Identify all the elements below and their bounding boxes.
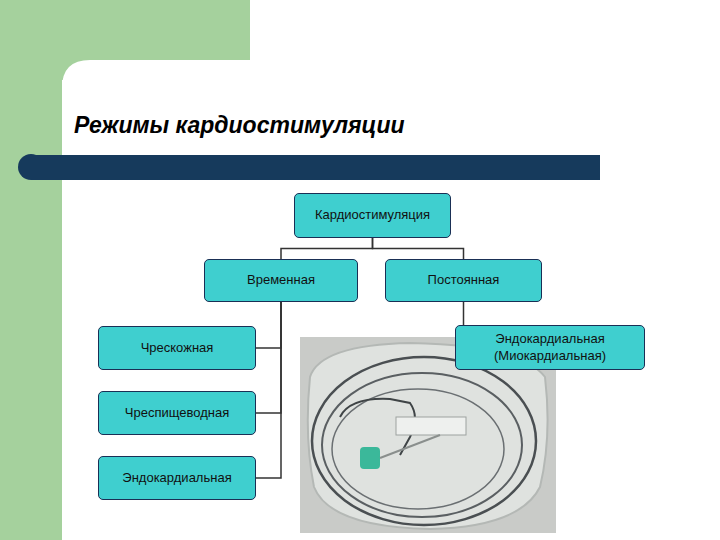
method-box: Чреспищеводная (98, 391, 256, 435)
root-box: Кардиостимуляция (294, 193, 451, 238)
tree-connector (256, 302, 281, 348)
package-tray (308, 343, 548, 529)
lead-hub (360, 447, 380, 469)
white-ground (62, 60, 720, 540)
connector-pin (396, 417, 466, 435)
box-label: Эндокардиальная (Миокардиальная) (462, 331, 638, 365)
tree-connector (256, 302, 281, 478)
tree-connector (463, 302, 465, 325)
green-strip (0, 0, 62, 540)
box-label: Кардиостимуляция (315, 207, 430, 224)
tree-connector (373, 238, 464, 259)
title-bar (31, 155, 600, 180)
lead-coil (312, 357, 536, 525)
lead-coil (332, 389, 504, 509)
method-box: Эндокардиальная (Миокардиальная) (455, 325, 645, 370)
box-label: Временная (247, 272, 315, 289)
box-label: Чреспищеводная (125, 405, 229, 422)
title-text: Режимы кардиостимуляции (74, 112, 405, 138)
box-label: Чрескожная (141, 340, 214, 357)
tree-connector (281, 238, 373, 259)
lead-wire (380, 435, 440, 458)
lead-coil (322, 373, 522, 517)
slide-title: Режимы кардиостимуляции (74, 112, 405, 139)
box-label: Эндокардиальная (122, 470, 231, 487)
method-box: Чрескожная (98, 326, 256, 370)
method-box: Эндокардиальная (98, 456, 256, 500)
category-box: Временная (204, 259, 358, 302)
category-box: Постоянная (385, 259, 542, 302)
tree-connector (256, 302, 281, 413)
box-label: Постоянная (428, 272, 500, 289)
